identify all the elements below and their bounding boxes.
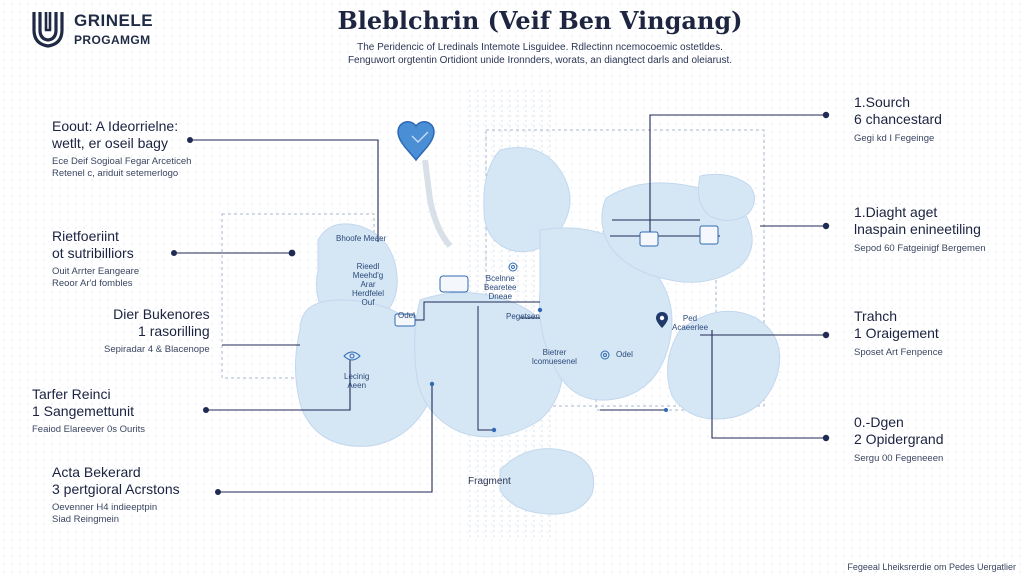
node-label-4: Bietrer lcomuesenel	[532, 348, 577, 366]
brand-subname: PROGAMGM	[74, 33, 151, 47]
node-label-5: Lecinig Aeen	[344, 372, 370, 390]
left-callout-1[interactable]: Eoout: A Ideorrielne: wetlt, er oseil ba…	[52, 118, 191, 180]
right-callout-1[interactable]: 1.Sourch 6 chancestard Gegi kd I Fegeing…	[854, 94, 942, 145]
right-callout-4-heading: 0.-Dgen 2 Opidergrand	[854, 414, 944, 447]
page-title: Bleblchrin (Veif Ben Vingang)	[337, 6, 743, 35]
gear-icon-2	[600, 350, 610, 360]
right-callout-3[interactable]: Trahch 1 Oraigement Sposet Art Fenpence	[854, 308, 943, 359]
node-label-3: Bcelnne Bearetee Dneae	[484, 274, 517, 301]
left-callout-4-heading: Tarfer Reinci 1 Sangemettunit	[32, 386, 134, 419]
right-callout-1-desc: Gegi kd I Fegeinge	[854, 133, 935, 144]
fragment-label: Fragment	[468, 476, 511, 487]
right-callout-4-desc: Sergu 00 Fegeneeen	[854, 453, 944, 464]
right-callout-2[interactable]: 1.Diaght aget lnaspain enineetiling Sepo…	[854, 204, 986, 255]
left-callout-3[interactable]: Dier Bukenores 1 rasorilling Sepiradar 4…	[104, 306, 210, 356]
left-callout-2[interactable]: Rietfoeriint ot sutribilliors Ouit Arrte…	[52, 228, 139, 290]
left-callout-2-desc: Ouit Arrter Eangeare Reoor Ar'd fombles	[52, 266, 140, 289]
dot-markers	[429, 307, 668, 433]
right-callout-2-heading: 1.Diaght aget lnaspain enineetiling	[854, 204, 981, 237]
node-label-6: Ped Acaeerlee	[672, 314, 709, 332]
right-callout-1-heading: 1.Sourch 6 chancestard	[854, 94, 942, 127]
left-connectors	[174, 139, 433, 493]
node-label-9: Odel	[616, 350, 633, 359]
footer-credit: Fegeeal Lheiksrerdie om Pedes Uergatlier	[847, 562, 1016, 572]
subtitle-line-1: The Peridencic of Lredinals Intemote Lis…	[357, 42, 723, 53]
node-label-1: Bhoofe Meaer	[336, 234, 387, 243]
left-callout-1-desc: Ece Deif Sogioal Fegar Arceticeh Retenel…	[52, 156, 192, 179]
shield-u-icon	[32, 12, 64, 48]
right-callout-4[interactable]: 0.-Dgen 2 Opidergrand Sergu 00 Fegeneeen	[854, 414, 944, 465]
left-callout-5[interactable]: Acta Bekerard 3 pertgioral Acrstons Oeve…	[52, 464, 180, 526]
left-callout-3-desc: Sepiradar 4 & Blacenope	[104, 344, 210, 355]
left-callout-5-desc: Oevenner H4 indieeptpin Siad Reingmein	[52, 502, 158, 525]
heart-icon	[397, 121, 435, 162]
right-callout-2-desc: Sepod 60 Fatgeinigf Bergemen	[854, 243, 986, 254]
eye-icon	[343, 351, 361, 361]
brand-name: GRINELE	[74, 11, 154, 30]
node-label-7: Odel	[398, 311, 415, 320]
left-connector-dots	[171, 137, 296, 495]
left-callout-4-desc: Feaiod Elareever 0s Ourits	[32, 424, 145, 435]
right-callout-3-desc: Sposet Art Fenpence	[854, 347, 943, 358]
right-connectors	[600, 114, 826, 439]
left-callout-2-heading: Rietfoeriint ot sutribilliors	[52, 228, 134, 261]
node-label-2: Rieedl Meehd'g Arar Herdfelel Ouf	[352, 262, 385, 307]
subtitle-line-2: Fenguwort orgtentin Ortidiont unide Iron…	[347, 55, 733, 66]
left-callout-5-heading: Acta Bekerard 3 pertgioral Acrstons	[52, 464, 180, 497]
brand-logo[interactable]: GRINELE PROGAMGM	[28, 8, 188, 52]
left-callout-1-heading: Eoout: A Ideorrielne: wetlt, er oseil ba…	[52, 118, 179, 151]
left-callout-4[interactable]: Tarfer Reinci 1 Sangemettunit Feaiod Ela…	[32, 386, 145, 436]
node-boxes	[394, 225, 719, 327]
left-callout-3-heading: Dier Bukenores 1 rasorilling	[113, 306, 210, 339]
map-pin-icon	[656, 312, 668, 328]
heart-stem	[422, 159, 453, 248]
right-callout-3-heading: Trahch 1 Oraigement	[854, 308, 939, 341]
gear-icon	[508, 262, 518, 272]
node-label-8: Pegetsen	[506, 312, 540, 321]
right-connector-dots	[822, 111, 830, 442]
